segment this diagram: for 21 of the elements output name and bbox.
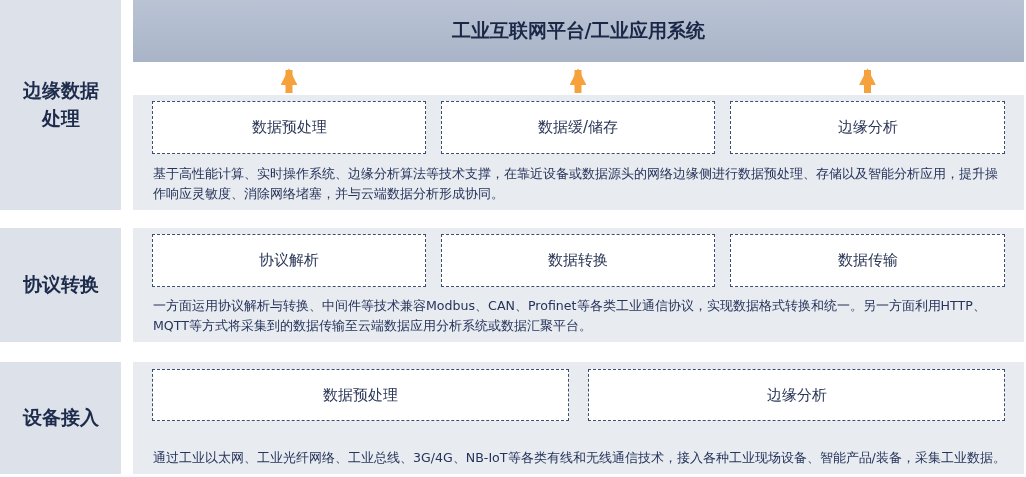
function-box: 数据传输: [730, 234, 1005, 287]
function-box: 数据缓/储存: [441, 101, 715, 154]
function-box: 数据转换: [441, 234, 715, 287]
function-box: 边缘分析: [730, 101, 1005, 154]
arrow: [569, 68, 587, 93]
function-box: 协议解析: [152, 234, 426, 287]
layer-panel: [133, 362, 1024, 474]
layer-label: 协议转换: [0, 228, 121, 342]
arrow: [280, 68, 298, 93]
arrow: [859, 68, 876, 93]
description-text: 基于高性能计算、实时操作系统、边缘分析算法等技术支撑，在靠近设备或数据源头的网络边缘侧进行数据预处理、存储以及智能分析应用，提升操作响应灵敏度、消除网络堵塞，并与云端数据分析形成协同。: [153, 165, 999, 203]
function-box: 数据预处理: [152, 101, 426, 154]
description-text: 一方面运用协议解析与转换、中间件等技术兼容Modbus、CAN、Profinet等各类工业通信协议，实现数据格式转换和统一。另一方面利用HTTP、MQTT等方式将采集到的数据传输至云端数据应用分析系统或数据汇聚平台。: [153, 297, 987, 335]
layer-label: 设备接入: [0, 362, 121, 474]
platform-banner: 工业互联网平台/工业应用系统: [133, 0, 1024, 62]
description-text: 通过工业以太网、工业光纤网络、工业总线、3G/4G、NB-IoT等各类有线和无线通信技术，接入各种工业现场设备、智能产品/装备，采集工业数据。: [153, 449, 1007, 467]
layer-panel: [133, 95, 1024, 210]
layer-label: 边缘数据处理: [0, 0, 121, 210]
function-box: 边缘分析: [588, 369, 1005, 421]
function-box: 数据预处理: [152, 369, 569, 421]
layer-panel: [133, 228, 1024, 342]
